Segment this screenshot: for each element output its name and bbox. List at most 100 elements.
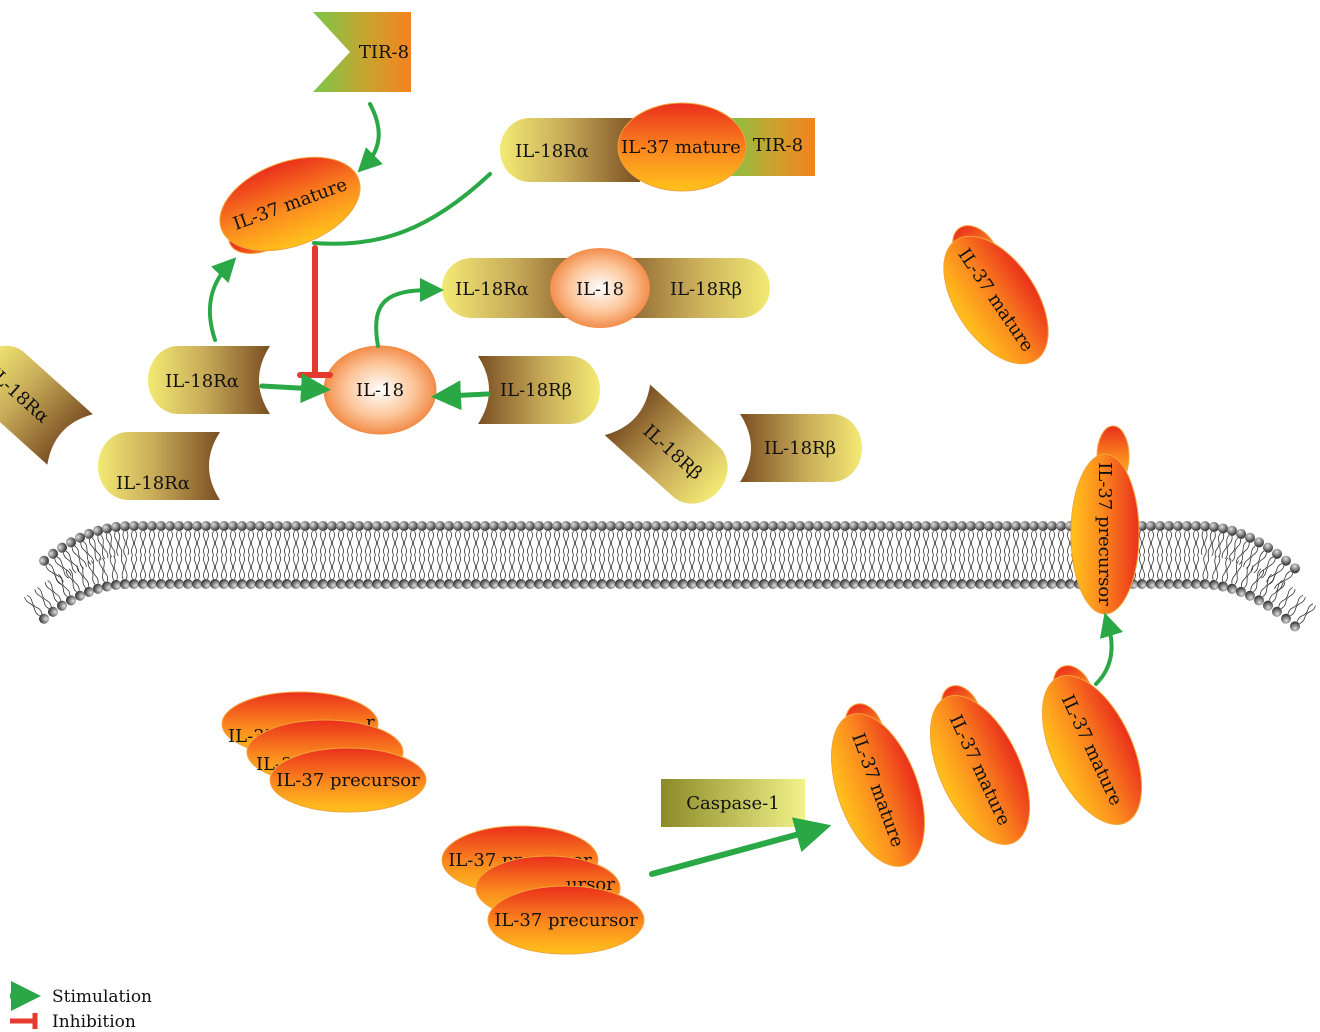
lipid-outer: [1047, 521, 1057, 555]
lipid-outer: [705, 521, 715, 555]
lipid-inner: [210, 555, 220, 589]
lipid-outer: [354, 521, 364, 555]
il18ra-free-3: IL-18Rα: [98, 432, 220, 500]
lipid-inner: [651, 555, 661, 589]
lipid-inner: [165, 555, 175, 589]
lipid-inner: [669, 555, 679, 589]
lipid-inner: [975, 555, 985, 589]
lipid-inner: [687, 555, 697, 589]
lipid-inner: [1155, 555, 1165, 589]
lipid-inner: [174, 555, 184, 589]
lipid-inner: [192, 555, 202, 589]
lipid-inner: [1047, 555, 1057, 589]
lipid-inner: [876, 555, 886, 589]
lipid-inner: [129, 555, 139, 589]
lipid-inner: [660, 555, 670, 589]
lipid-inner: [489, 555, 499, 589]
lipid-inner: [993, 555, 1003, 589]
lipid-outer: [678, 521, 688, 555]
lipid-inner: [444, 555, 454, 589]
lipid-outer: [309, 521, 319, 555]
il18ra-free-1: IL-18Rα: [148, 346, 270, 414]
il37-precursor-stack-2: IL-37 precursor ursor IL-37 precursor: [442, 826, 644, 954]
lipid-inner: [885, 555, 895, 589]
lipid-outer: [525, 521, 535, 555]
il37-precursor-stack-1: IL-37 r IL-3 IL-37 precursor: [222, 692, 426, 812]
lipid-inner: [1056, 555, 1066, 589]
lipid-inner: [552, 555, 562, 589]
arrow-tir8-to-il37: [366, 104, 379, 164]
lipid-inner: [939, 555, 949, 589]
lipid-outer: [930, 521, 940, 555]
lipid-outer: [642, 521, 652, 555]
lipid-inner: [741, 555, 751, 589]
lipid-outer: [714, 521, 724, 555]
lipid-outer: [273, 521, 283, 555]
lipid-outer: [174, 521, 184, 555]
lipid-outer: [777, 521, 787, 555]
lipid-inner: [426, 555, 436, 589]
lipid-outer: [876, 521, 886, 555]
lipid-outer: [750, 521, 760, 555]
lipid-inner: [1173, 555, 1183, 589]
lipid-inner: [1137, 555, 1147, 589]
lipid-outer: [687, 521, 697, 555]
lipid-inner: [813, 555, 823, 589]
lipid-inner: [480, 555, 490, 589]
lipid-outer: [948, 521, 958, 555]
lipid-inner: [1288, 601, 1318, 633]
lipid-inner: [948, 555, 958, 589]
lipid-outer: [534, 521, 544, 555]
arrow-mature-to-membrane: [1096, 624, 1112, 684]
caspase-1: Caspase-1: [661, 779, 805, 827]
lipid-inner: [273, 555, 283, 589]
lipid-outer: [507, 521, 517, 555]
il18rb-free-3: IL-18Rβ: [740, 414, 862, 482]
lipid-inner: [543, 555, 553, 589]
lipid-outer: [894, 521, 904, 555]
lipid-inner: [525, 555, 535, 589]
lipid-inner: [966, 555, 976, 589]
complex-tir8-label: TIR-8: [753, 135, 803, 156]
lipid-outer: [345, 521, 355, 555]
lipid-inner: [32, 585, 60, 618]
lipid-inner: [516, 555, 526, 589]
stack2-front-label: IL-37 precursor: [494, 910, 638, 931]
lipid-outer: [651, 521, 661, 555]
lipid-outer: [912, 521, 922, 555]
il18ra-free-2: IL-18Rα: [0, 333, 93, 465]
lipid-inner: [984, 555, 994, 589]
lipid-inner: [831, 555, 841, 589]
lipid-inner: [381, 555, 391, 589]
il18ra-free-1-label: IL-18Rα: [165, 371, 239, 392]
lipid-inner: [300, 555, 310, 589]
lipid-inner: [957, 555, 967, 589]
lipid-outer: [183, 521, 193, 555]
lipid-inner: [471, 555, 481, 589]
lipid-inner: [453, 555, 463, 589]
lipid-inner: [867, 555, 877, 589]
il18-receptor-complex: IL-18Rα IL-18 IL-18Rβ: [442, 248, 770, 328]
lipid-inner: [894, 555, 904, 589]
lipid-outer: [1164, 521, 1174, 555]
lipid-outer: [957, 521, 967, 555]
lipid-outer: [975, 521, 985, 555]
lipid-inner: [642, 555, 652, 589]
lipid-outer: [453, 521, 463, 555]
complex-il37-label: IL-37 mature: [621, 137, 741, 158]
lipid-outer: [822, 521, 832, 555]
lipid-inner: [138, 555, 148, 589]
lipid-inner: [498, 555, 508, 589]
lipid-inner: [768, 555, 778, 589]
lipid-inner: [327, 555, 337, 589]
lipid-outer: [327, 521, 337, 555]
lipid-inner: [903, 555, 913, 589]
lipid-inner: [372, 555, 382, 589]
lipid-outer: [219, 521, 229, 555]
lipid-outer: [660, 521, 670, 555]
lipid-outer: [759, 521, 769, 555]
lipid-outer: [201, 521, 211, 555]
arrow-il18ra-to-il18: [262, 386, 316, 389]
lipid-inner: [1270, 585, 1298, 618]
